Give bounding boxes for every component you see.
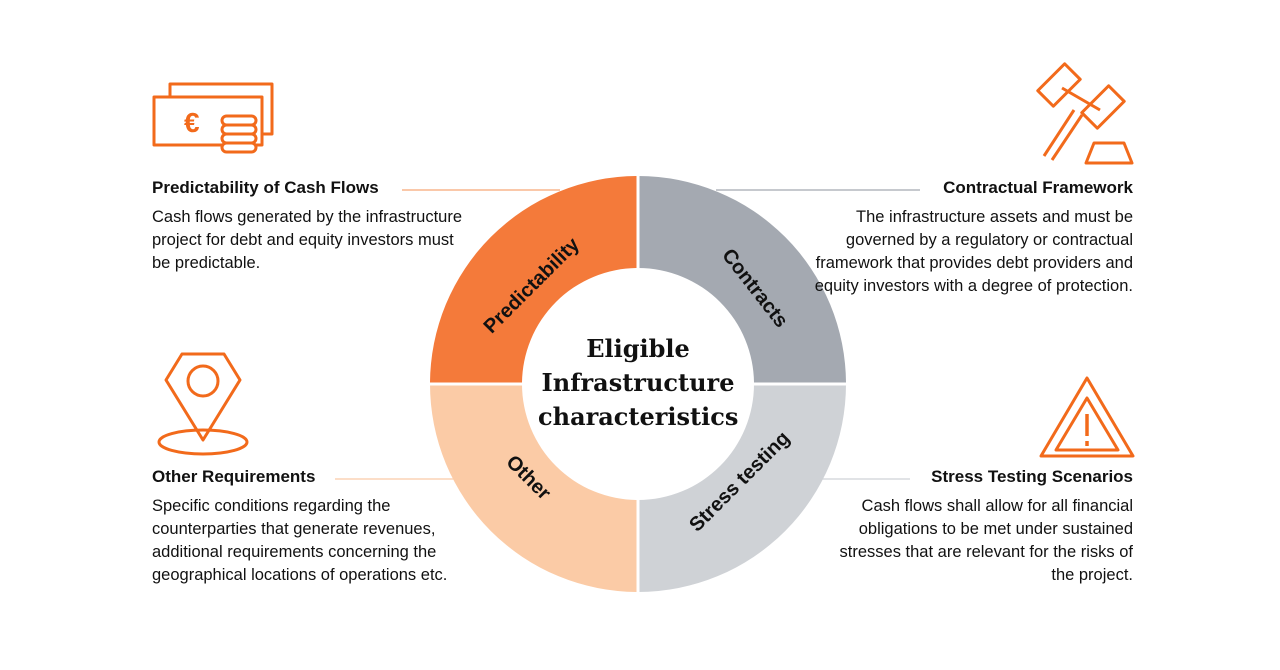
center-title-line-1: Eligible [586, 334, 690, 363]
predictability-title: Predictability of Cash Flows [152, 178, 379, 197]
contractual-text: The infrastructure assets and must be go… [814, 208, 1133, 295]
segment-predictability [430, 176, 638, 384]
predictability-block: Predictability of Cash Flows Cash flows … [152, 178, 472, 275]
svg-text:€: € [184, 107, 200, 138]
contractual-block: Contractual Framework The infrastructure… [813, 178, 1133, 298]
cash-euro-coins-icon: € [152, 82, 274, 154]
center-title-line-3: characteristics [538, 402, 739, 431]
segment-stress-testing [638, 384, 846, 592]
center-title: Eligible Infrastructure characteristics [538, 332, 738, 434]
location-pin-icon [157, 352, 249, 456]
stress-title: Stress Testing Scenarios [931, 467, 1133, 486]
warning-triangle-icon [1039, 376, 1135, 458]
other-title: Other Requirements [152, 467, 316, 486]
center-title-line-2: Infrastructure [541, 368, 735, 397]
predictability-text: Cash flows generated by the infrastructu… [152, 208, 462, 272]
stress-text: Cash flows shall allow for all financial… [839, 497, 1133, 584]
segment-contracts [638, 176, 846, 384]
gavel-icon [1036, 62, 1134, 165]
contractual-title: Contractual Framework [943, 178, 1133, 197]
segment-other [430, 384, 638, 592]
other-text: Specific conditions regarding the counte… [152, 497, 448, 584]
other-block: Other Requirements Specific conditions r… [152, 467, 452, 587]
stress-block: Stress Testing Scenarios Cash flows shal… [813, 467, 1133, 587]
